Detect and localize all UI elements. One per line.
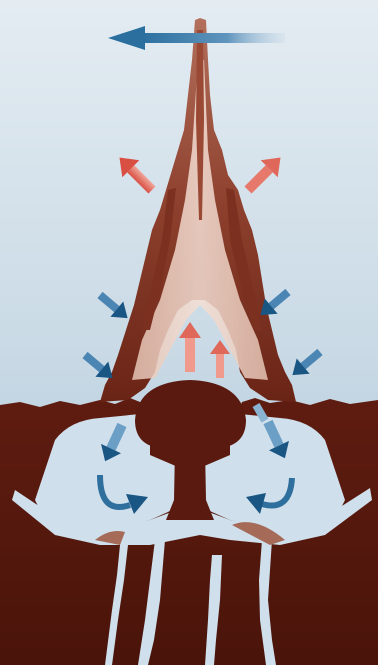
convection-diagram [0, 0, 378, 665]
diagram-frame [0, 0, 378, 665]
